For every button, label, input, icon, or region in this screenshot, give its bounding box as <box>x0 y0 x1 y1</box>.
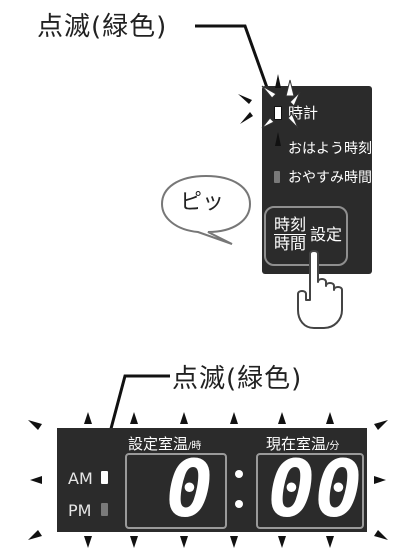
time-setting-button[interactable]: 時刻 時間 設定 <box>264 206 348 266</box>
hours-display: 0 <box>125 445 227 535</box>
menu-morning-label: おはよう時刻 <box>288 141 372 157</box>
blink-green-label-top: 点滅(緑色) <box>37 12 168 42</box>
room-temp-unit: 分 <box>329 441 340 452</box>
am-indicator <box>101 471 108 484</box>
room-temp-text: 現在室温 <box>266 435 327 453</box>
minutes-digits: 00 <box>268 445 362 535</box>
key-suffix-text: 設定 <box>310 225 343 244</box>
speech-bubble <box>160 174 252 245</box>
set-temp-label: 設定室温/時 <box>128 435 202 453</box>
hours-digits: 0 <box>166 445 213 535</box>
colon-dot-bottom <box>235 500 243 508</box>
menu-clock-label: 時計 <box>288 104 319 122</box>
minutes-display: 00 <box>256 445 364 535</box>
pm-indicator <box>101 503 108 516</box>
set-temp-unit: 時 <box>191 441 202 452</box>
am-label: AM <box>68 469 93 488</box>
pressing-hand-icon <box>297 250 343 329</box>
key-top-text: 時刻 <box>274 215 307 235</box>
set-temp-text: 設定室温 <box>128 435 189 453</box>
pm-label: PM <box>68 501 92 520</box>
blink-green-label-bottom: 点滅(緑色) <box>172 364 303 394</box>
clock-indicator <box>274 106 282 120</box>
room-temp-label: 現在室温/分 <box>266 435 340 453</box>
menu-sleep-label: おやすみ時間 <box>288 170 372 186</box>
colon-dot-top <box>235 470 243 478</box>
sleep-indicator <box>274 171 280 183</box>
key-bottom-text: 時間 <box>274 234 307 253</box>
beep-text: ピッ <box>180 190 225 215</box>
